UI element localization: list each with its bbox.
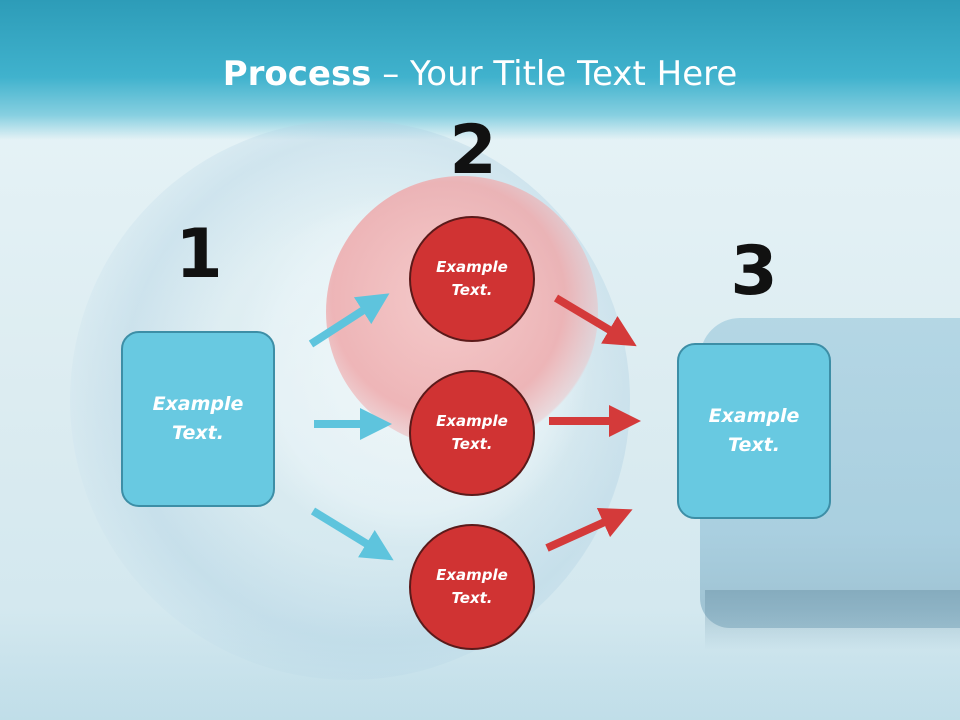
- slide-title: Process – Your Title Text Here: [0, 52, 960, 96]
- right-text-box[interactable]: Example Text.: [677, 343, 831, 519]
- title-rest: – Your Title Text Here: [371, 54, 738, 94]
- arrow-left-to-top: [308, 293, 390, 348]
- title-strong: Process: [222, 54, 372, 94]
- arrow-left-to-bottom: [310, 507, 394, 561]
- step-number-1: 1: [175, 215, 223, 294]
- arrow-top-to-right: [553, 294, 637, 347]
- circle-middle[interactable]: Example Text.: [409, 370, 535, 496]
- circle-middle-label: Example Text.: [436, 412, 508, 453]
- circle-bottom-label: Example Text.: [436, 566, 508, 607]
- circle-bottom[interactable]: Example Text.: [409, 524, 535, 650]
- step-number-3: 3: [730, 232, 778, 311]
- right-text-box-label: Example Text.: [708, 405, 800, 456]
- left-text-box[interactable]: Example Text.: [121, 331, 275, 507]
- step-number-2: 2: [449, 111, 497, 190]
- circle-top-label: Example Text.: [436, 258, 508, 299]
- left-text-box-label: Example Text.: [152, 393, 244, 444]
- circle-top[interactable]: Example Text.: [409, 216, 535, 342]
- arrow-bottom-to-right: [545, 507, 633, 552]
